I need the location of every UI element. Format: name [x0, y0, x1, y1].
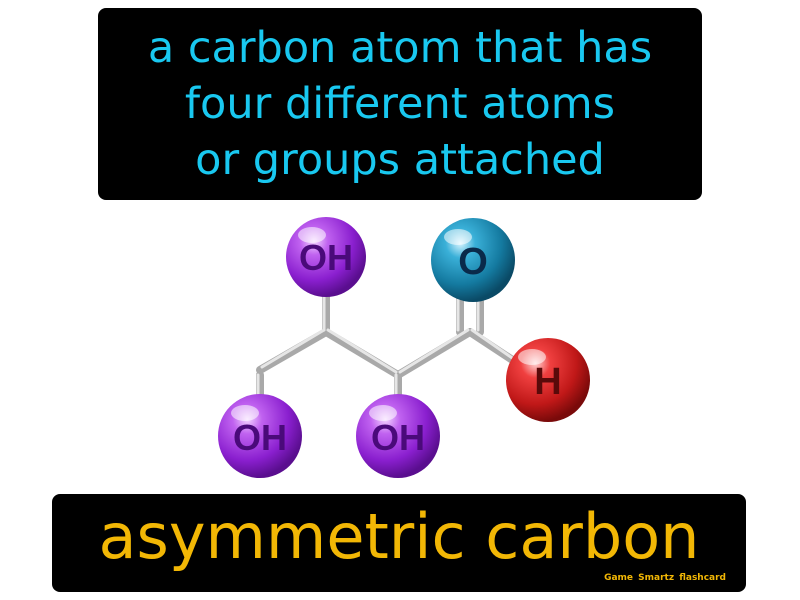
bond: [322, 328, 402, 379]
bond: [394, 328, 474, 379]
bond: [256, 328, 330, 374]
atom-h-right: H: [506, 338, 590, 422]
atom-label: H: [534, 361, 561, 403]
molecule-diagram: OH O H OH OH: [218, 217, 590, 478]
bond-highlight: [326, 328, 398, 374]
definition-line: a carbon atom that has: [147, 23, 653, 73]
bond-highlight: [470, 328, 520, 364]
bond-highlight: [260, 328, 326, 369]
atom-oh-bottom-middle: OH: [356, 394, 440, 478]
atom-label: OH: [371, 417, 425, 458]
atom-label: OH: [233, 417, 287, 458]
definition-text: a carbon atom that has four different at…: [148, 20, 652, 188]
definition-line: or groups attached: [195, 135, 605, 185]
definition-line: four different atoms: [184, 79, 616, 129]
atom-oh-top: OH: [286, 217, 366, 297]
term-box: asymmetric carbon Game Smartz flashcard: [52, 494, 746, 592]
atom-label: OH: [299, 237, 353, 278]
term-title: asymmetric carbon: [98, 500, 700, 573]
bond-highlight: [398, 328, 470, 374]
brand-label: Game Smartz flashcard: [604, 573, 726, 583]
definition-box: a carbon atom that has four different at…: [98, 8, 702, 200]
atom-o-top: O: [431, 218, 515, 302]
atom-label: O: [458, 241, 488, 283]
atom-oh-bottom-left: OH: [218, 394, 302, 478]
